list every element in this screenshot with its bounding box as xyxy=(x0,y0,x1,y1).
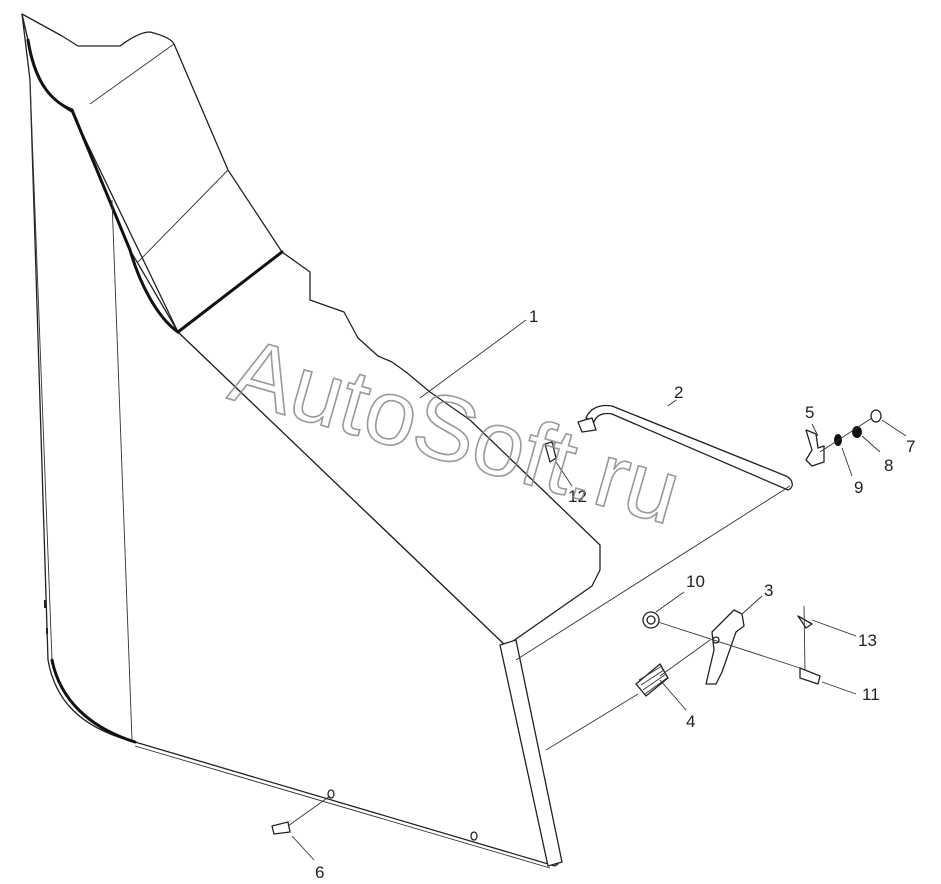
leader-6 xyxy=(291,835,315,861)
leader-11 xyxy=(821,681,857,695)
callout-5: 5 xyxy=(805,403,814,422)
assembly-line-spring-panel xyxy=(545,693,639,751)
leader-9 xyxy=(841,447,853,477)
callout-1: 1 xyxy=(529,307,538,326)
callout-13: 13 xyxy=(858,631,877,650)
panel-hole-2 xyxy=(470,831,478,841)
assembly-line-rod-to-panel xyxy=(515,485,791,661)
leader-8 xyxy=(861,435,881,453)
callout-9: 9 xyxy=(854,478,863,497)
panel-edge-shadow-2 xyxy=(70,108,180,334)
callout-11: 11 xyxy=(862,685,880,704)
leader-10 xyxy=(655,591,685,613)
panel-edge-shadow-1 xyxy=(26,38,74,112)
spring-coil-1 xyxy=(638,665,663,681)
panel-fold-line-1 xyxy=(29,79,53,661)
spring-coil-2 xyxy=(640,669,665,686)
spring-part-4 xyxy=(635,663,669,697)
callout-4: 4 xyxy=(686,712,695,731)
leader-2 xyxy=(667,399,677,407)
callout-6: 6 xyxy=(315,863,324,882)
leader-4 xyxy=(659,679,687,711)
panel-fold-line-4 xyxy=(137,169,229,263)
callout-10: 10 xyxy=(686,572,705,591)
cotter-pin-part-13 xyxy=(797,615,813,629)
leader-1 xyxy=(419,319,527,399)
panel-slot-marks xyxy=(44,600,46,608)
callout-7: 7 xyxy=(906,437,915,456)
assembly-line-bolt-hole xyxy=(287,795,331,827)
assembly-line-washer-pin xyxy=(657,621,801,669)
leader-3 xyxy=(741,595,763,615)
leader-12 xyxy=(555,461,573,487)
lever-part-3 xyxy=(705,609,745,685)
panel-slot-marks-2 xyxy=(46,628,48,634)
rod-end-cap xyxy=(577,417,597,433)
rod-body xyxy=(585,404,793,491)
bracket-body xyxy=(805,429,825,467)
leader-13 xyxy=(811,619,857,637)
panel-edge-shadow-3 xyxy=(176,250,284,334)
washer-10-inner xyxy=(646,615,656,625)
bolt-part-6 xyxy=(271,821,291,835)
callout-labels: 1 2 3 4 5 6 7 8 9 10 11 12 13 xyxy=(315,307,915,882)
cotter-pin-stem xyxy=(803,605,806,671)
bracket-part-5 xyxy=(805,429,825,467)
rod-part-2 xyxy=(577,404,793,491)
nut-part-7 xyxy=(870,409,882,423)
callout-12: 12 xyxy=(568,487,587,506)
spring-coil-3 xyxy=(642,673,667,691)
pin-part-11 xyxy=(799,667,821,685)
panel-assembly xyxy=(21,13,601,869)
clip-part-12 xyxy=(544,441,557,463)
leader-7 xyxy=(881,419,907,437)
panel-fold-line-2 xyxy=(111,199,133,741)
assembly-line-spring-lever xyxy=(659,639,711,677)
leader-5 xyxy=(811,423,819,437)
panel-side-edge xyxy=(499,639,563,867)
assembly-lines xyxy=(287,319,907,861)
callout-2: 2 xyxy=(674,383,683,402)
panel-edge-shadow-4 xyxy=(50,658,137,744)
callout-8: 8 xyxy=(884,456,893,475)
spring-coil-4 xyxy=(644,677,668,695)
panel-fold-line-3 xyxy=(89,43,175,105)
callout-3: 3 xyxy=(764,581,773,600)
panel-bottom-edge xyxy=(134,745,551,869)
assembly-line-bracket-nut xyxy=(819,417,873,453)
washer-part-10 xyxy=(642,611,660,629)
spring-body xyxy=(635,663,669,697)
